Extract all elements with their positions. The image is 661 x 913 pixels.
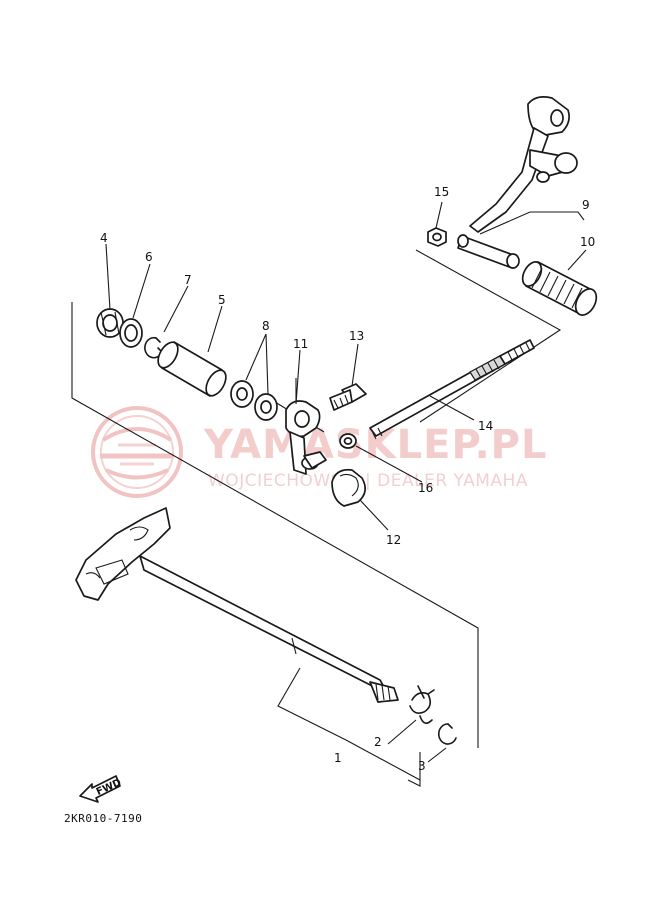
callout-8: 8 (262, 319, 270, 333)
callout-7: 7 (184, 273, 192, 287)
part-shift-shaft (75, 507, 399, 703)
part-rubber-peg (521, 261, 598, 316)
callout-12: 12 (386, 533, 401, 547)
callout-14: 14 (478, 419, 493, 433)
part-collar (157, 341, 227, 397)
part-tie-rod (369, 339, 535, 440)
watermark-tagline: WOJCIECHOWSKI | DEALER YAMAHA (208, 471, 528, 491)
part-bolt (329, 383, 367, 411)
callout-11: 11 (293, 337, 308, 351)
watermark-logo (91, 406, 183, 498)
part-oil-seal (119, 318, 143, 348)
part-shift-arm (285, 400, 327, 475)
callout-5: 5 (218, 293, 226, 307)
callout-4: 4 (100, 231, 108, 245)
part-shift-pedal (457, 96, 578, 269)
callout-labels: 4 6 7 5 8 11 13 15 9 10 14 16 12 1 2 3 (100, 185, 595, 773)
callout-10: 10 (580, 235, 595, 249)
callout-2: 2 (374, 735, 382, 749)
fwd-arrow-icon: FWD (79, 775, 123, 803)
assembly-guide-lines (71, 249, 562, 748)
part-bearing-pair (230, 380, 278, 421)
part-nut-pedal (427, 227, 447, 247)
callout-6: 6 (145, 250, 153, 264)
callout-9: 9 (582, 198, 590, 212)
part-circlip-lower (437, 723, 457, 745)
callout-16: 16 (418, 481, 433, 495)
leader-lines (105, 201, 587, 787)
callout-13: 13 (349, 329, 364, 343)
callout-15: 15 (434, 185, 449, 199)
part-nut-small (339, 433, 357, 449)
part-return-spring (409, 685, 435, 724)
callout-1: 1 (334, 751, 342, 765)
part-joint-cap (331, 468, 367, 507)
callout-3: 3 (418, 759, 426, 773)
diagram-code: 2KR010-7190 (64, 812, 142, 825)
part-bearing (96, 308, 124, 338)
